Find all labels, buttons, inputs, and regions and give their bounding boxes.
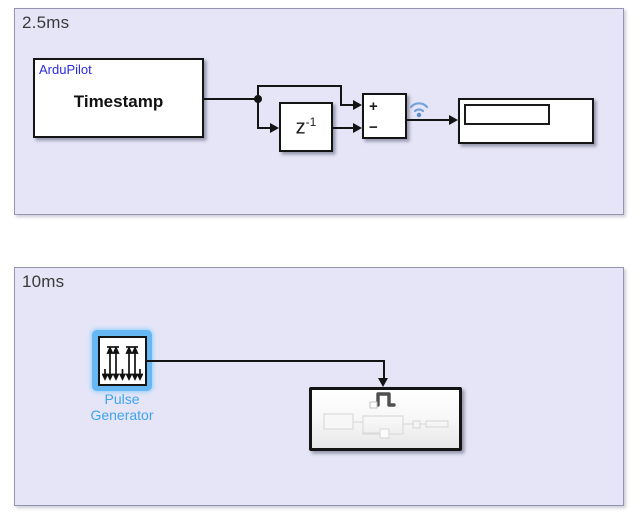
subsystem-preview <box>323 392 449 439</box>
wire-to-sum-plus[interactable] <box>340 104 354 106</box>
sum-minus-sign: − <box>369 119 378 136</box>
wire-to-unit-delay[interactable] <box>257 127 271 129</box>
timestamp-block[interactable]: ArduPilot Timestamp <box>33 58 204 138</box>
sample-time-region-2-5ms[interactable]: 2.5ms ArduPilot Timestamp z-1 + − <box>14 8 624 215</box>
wire-timestamp-out[interactable] <box>204 98 258 100</box>
sum-block[interactable]: + − <box>362 93 407 139</box>
wire-top-path-drop[interactable] <box>340 85 342 105</box>
wire-unit-delay-out[interactable] <box>332 127 354 129</box>
timestamp-block-title: Timestamp <box>73 92 164 111</box>
arrowhead <box>449 115 458 125</box>
region-label: 2.5ms <box>22 13 70 32</box>
display-block[interactable] <box>458 98 594 144</box>
arrowhead <box>353 123 362 133</box>
display-value-field <box>464 104 550 125</box>
sum-plus-sign: + <box>369 98 378 115</box>
region-label: 10ms <box>22 272 65 291</box>
wire-sum-out[interactable] <box>407 119 450 121</box>
wifi-streaming-icon[interactable] <box>406 95 432 119</box>
pulse-generator-label: Pulse Generator <box>90 391 154 423</box>
wire-branch-down[interactable] <box>257 98 259 129</box>
arrowhead <box>270 123 279 133</box>
unit-delay-label: z-1 <box>295 114 317 139</box>
arrowhead <box>378 378 388 387</box>
vendor-label: ArduPilot <box>39 62 92 77</box>
unit-delay-block[interactable]: z-1 <box>279 102 333 152</box>
pulse-train-icon <box>102 345 143 381</box>
wire-top-path[interactable] <box>257 85 342 87</box>
wire-branch-up[interactable] <box>257 85 259 99</box>
pulse-generator-block[interactable] <box>98 336 147 386</box>
wire-pulse-out[interactable] <box>147 360 385 362</box>
sample-time-region-10ms[interactable]: 10ms <box>14 267 624 506</box>
arrowhead <box>353 100 362 110</box>
wire-pulse-drop[interactable] <box>383 360 385 379</box>
subsystem-block[interactable] <box>309 387 462 451</box>
